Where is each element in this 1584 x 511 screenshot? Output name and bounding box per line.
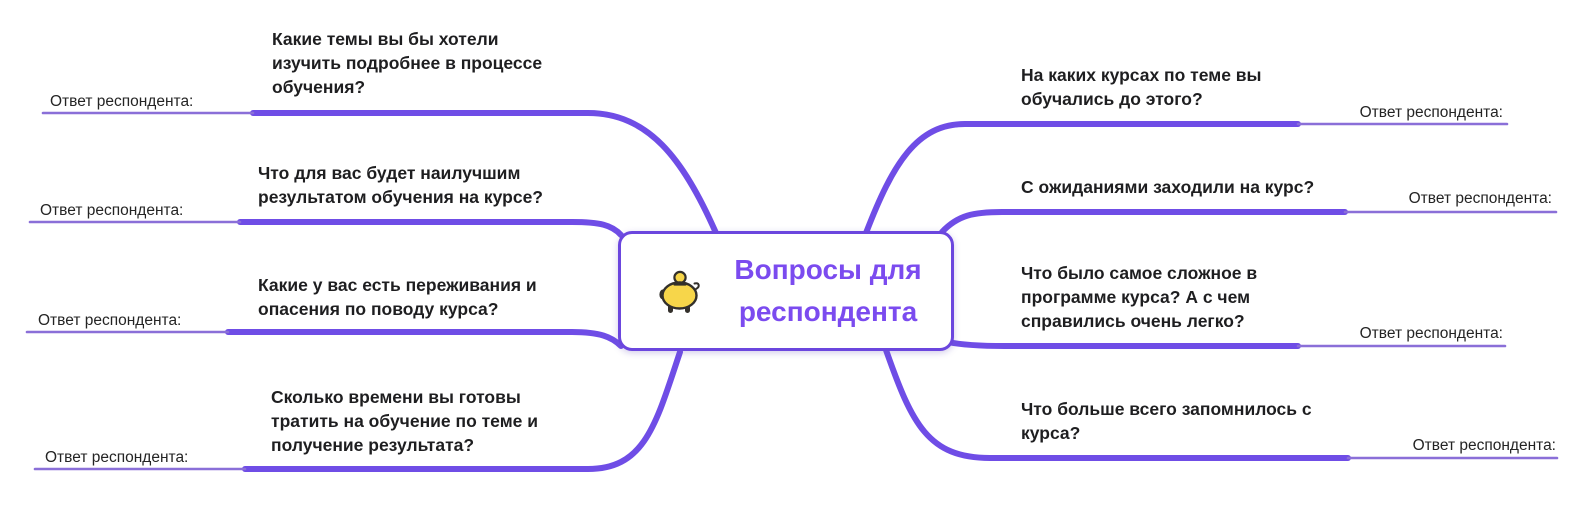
branch-curve-left-2 (237, 219, 624, 238)
answer-node-left-3[interactable]: Ответ респондента: (38, 312, 182, 329)
answer-node-right-3[interactable]: Ответ респондента: (1359, 325, 1503, 342)
branch-curve-right-4 (883, 347, 1351, 461)
branch-curve-right-1 (863, 121, 1301, 236)
question-node-right-1[interactable]: На каких курсах по теме вы обучались до … (1021, 65, 1262, 109)
question-node-right-4[interactable]: Что больше всего запомнилось с курса? (1021, 399, 1312, 443)
branch-curve-left-4 (242, 349, 683, 472)
branch-curve-right-2 (939, 209, 1348, 235)
answer-node-right-4[interactable]: Ответ респондента: (1412, 437, 1556, 454)
question-node-left-2[interactable]: Что для вас будет наилучшим результатом … (258, 163, 543, 207)
question-node-left-4[interactable]: Сколько времени вы готовы тратить на обу… (271, 387, 538, 455)
answer-node-right-1[interactable]: Ответ респондента: (1359, 104, 1503, 121)
answer-node-left-1[interactable]: Ответ респондента: (50, 93, 194, 110)
central-topic-title: Вопросы для респондента (734, 254, 922, 327)
answer-node-right-2[interactable]: Ответ респондента: (1408, 190, 1552, 207)
piggy-bank-icon (659, 270, 700, 313)
question-node-right-2[interactable]: С ожиданиями заходили на курс? (1021, 177, 1315, 197)
question-node-left-3[interactable]: Какие у вас есть переживания и опасения … (258, 275, 537, 319)
answer-node-left-4[interactable]: Ответ респондента: (45, 449, 189, 466)
central-topic-node[interactable]: Вопросы для респондента (618, 231, 954, 351)
answer-node-left-2[interactable]: Ответ респондента: (40, 202, 184, 219)
question-node-right-3[interactable]: Что было самое сложное в программе курса… (1021, 263, 1258, 331)
branch-curve-left-3 (225, 329, 624, 349)
branch-curve-left-1 (250, 110, 719, 236)
branch-curve-right-3 (945, 339, 1301, 349)
question-node-left-1[interactable]: Какие темы вы бы хотели изучить подробне… (272, 29, 543, 97)
